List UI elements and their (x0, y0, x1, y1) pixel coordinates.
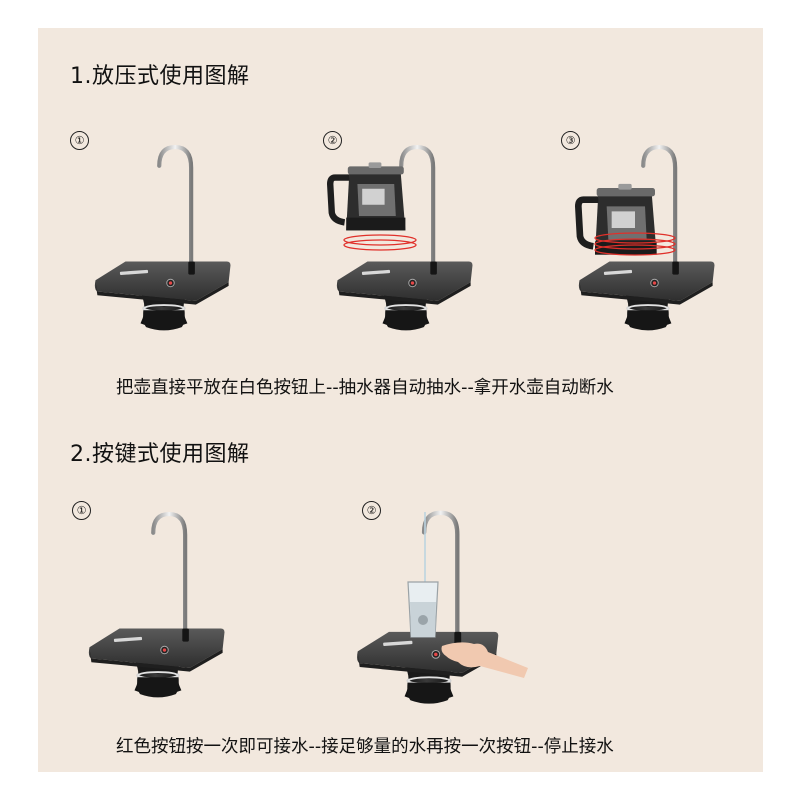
sensor-rings-icon (343, 234, 417, 251)
step-number: ② (323, 131, 342, 150)
water-stream-icon (424, 512, 426, 590)
step-number: ① (72, 501, 91, 520)
hand-icon (441, 642, 528, 678)
sensor-rings-icon (594, 232, 676, 256)
section2-title: 2.按键式使用图解 (70, 442, 250, 467)
dispenser-idle-illustration (88, 138, 238, 338)
section1-caption: 把壶直接平放在白色按钮上--抽水器自动抽水--拿开水壶自动断水 (116, 378, 614, 398)
kettle-icon (327, 158, 423, 242)
step-number: ① (70, 131, 89, 150)
glass-icon (407, 581, 439, 638)
step-number: ② (362, 501, 381, 520)
step-number: ③ (561, 131, 580, 150)
dispenser-idle-illustration (82, 505, 232, 705)
section1-title: 1.放压式使用图解 (70, 64, 250, 89)
section2-caption: 红色按钮按一次即可接水--接足够量的水再按一次按钮--停止接水 (116, 737, 614, 757)
